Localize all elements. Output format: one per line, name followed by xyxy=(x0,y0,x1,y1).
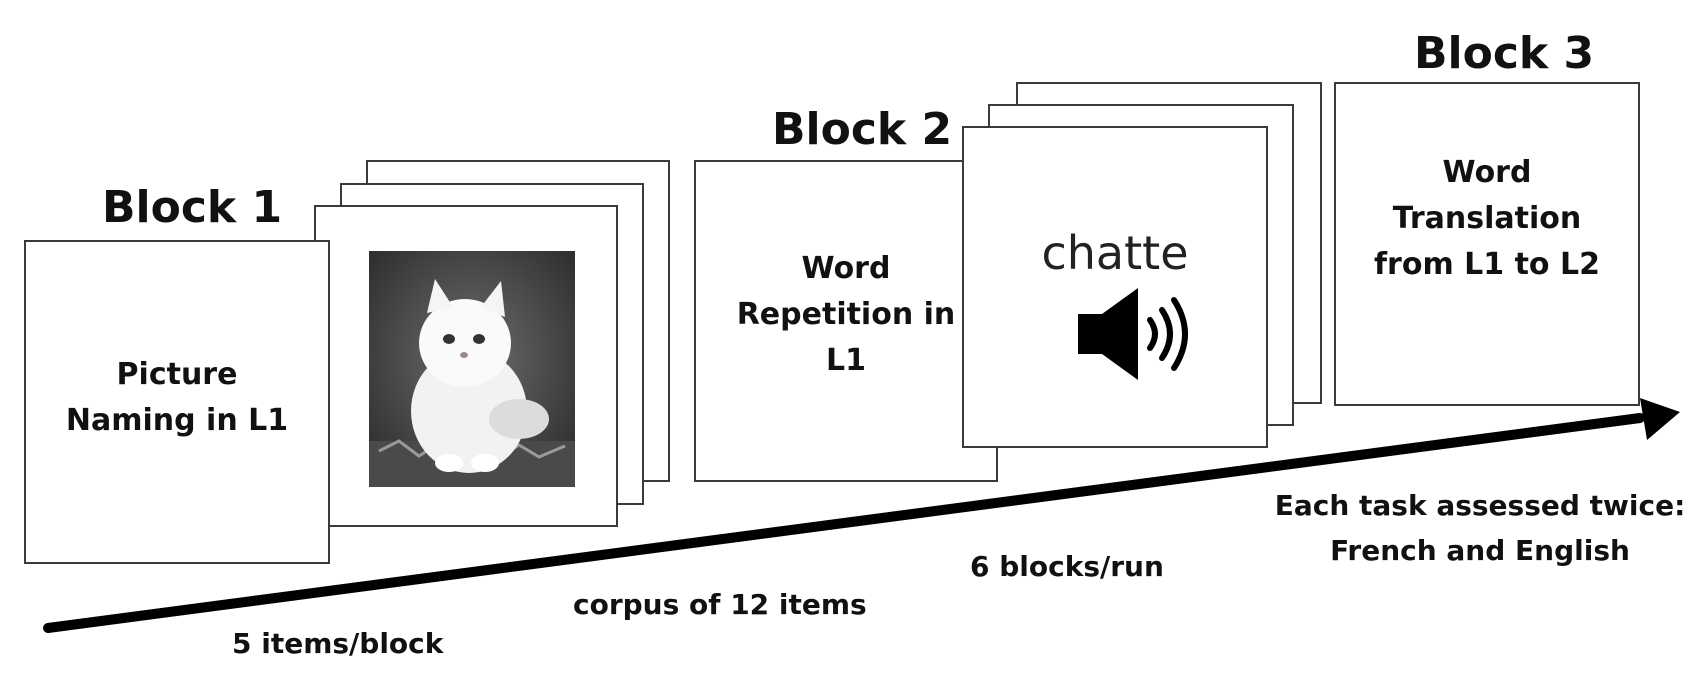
block-2-title: Block 2 xyxy=(772,104,953,155)
block-2-task-card: Word Repetition in L1 xyxy=(694,160,998,482)
picture-slide-front xyxy=(314,205,618,527)
blocks-per-run-label: 6 blocks/run xyxy=(970,550,1164,583)
cat-photo-icon xyxy=(369,251,575,487)
block-2-task-line-2: Repetition in xyxy=(736,297,956,332)
block-1-title: Block 1 xyxy=(102,182,283,233)
assessment-line-2: French and English xyxy=(1330,533,1630,567)
block-2-task-line-3: L1 xyxy=(826,343,866,378)
items-per-block-label: 5 items/block xyxy=(232,627,444,660)
block-3-title: Block 3 xyxy=(1414,28,1595,79)
block-3-task-line-1: Word xyxy=(1442,155,1532,190)
speaker-icon xyxy=(1078,288,1188,380)
block-1-task-line-1: Picture xyxy=(116,357,238,392)
block-3-task-line-2: Translation xyxy=(1392,201,1582,236)
block-3-task-line-3: from L1 to L2 xyxy=(1374,247,1600,282)
audio-slide-front: chatte xyxy=(962,126,1268,448)
assessment-line-1: Each task assessed twice: xyxy=(1274,489,1686,522)
corpus-label: corpus of 12 items xyxy=(573,588,867,621)
assessment-label: Each task assessed twice: French and Eng… xyxy=(1270,484,1690,574)
stimulus-word: chatte xyxy=(1041,226,1189,280)
block-3-task-card: Word Translation from L1 to L2 xyxy=(1334,82,1640,406)
block-1-task-line-2: Naming in L1 xyxy=(65,403,289,438)
block-2-task-line-1: Word xyxy=(801,251,891,286)
block-1-task-card: Picture Naming in L1 xyxy=(24,240,330,564)
